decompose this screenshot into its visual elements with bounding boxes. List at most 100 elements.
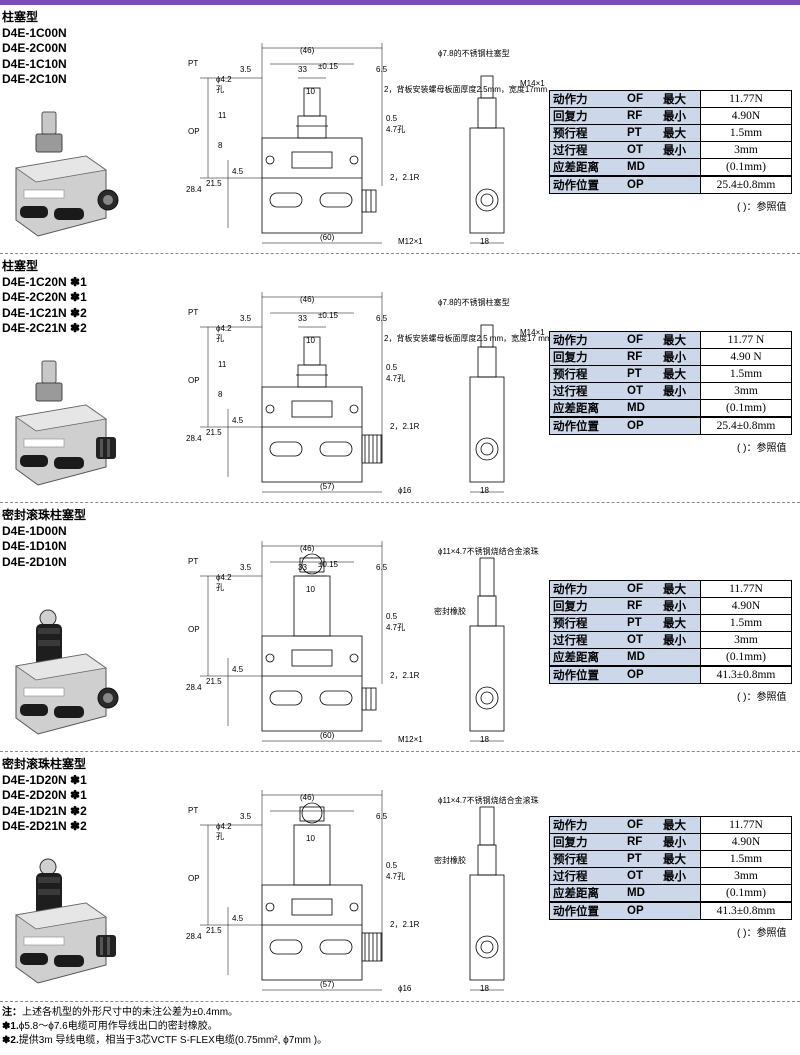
dimension-d10: 10 — [306, 834, 315, 843]
dimension-d46: (46) — [300, 46, 315, 55]
spec-value: 4.90N — [700, 597, 792, 615]
dimension-depth: 18 — [480, 237, 489, 246]
model-number: D4E-2D10N — [2, 554, 67, 569]
spec-label: 回复力 — [549, 107, 621, 125]
dimension-d47: 4.7孔 — [386, 872, 405, 881]
spec-limit: 最大 — [660, 90, 701, 108]
spec-symbol: OT — [621, 631, 660, 649]
dimension-tol33: ±0.15 — [318, 311, 339, 320]
dimension-side-note: ϕ11×4.7不锈钢烧结合金滚珠 — [438, 546, 539, 556]
dimension-conn: M12×1 — [398, 735, 423, 744]
type-title: 密封滚珠柱塞型 — [2, 508, 87, 522]
spec-symbol: OF — [621, 331, 660, 349]
spec-label: 应差距离 — [549, 399, 621, 418]
model-number: D4E-2C10N — [2, 72, 67, 86]
spec-label: 动作位置 — [549, 901, 621, 920]
spec-label: 回复力 — [549, 833, 621, 851]
dimension-d215: 21.5 — [206, 677, 222, 686]
spec-symbol: MD — [621, 648, 660, 667]
spec-label: 预行程 — [549, 850, 621, 868]
dimension-depth: 18 — [480, 735, 489, 744]
spec-label: 回复力 — [549, 348, 621, 366]
dimension-d45: 4.5 — [232, 665, 244, 674]
spec-value: 3mm — [700, 867, 792, 885]
type-title: 柱塞型 — [2, 259, 39, 273]
dimension-side-note: ϕ7.8的不锈钢柱塞型 — [438, 48, 510, 58]
spec-limit: 最小 — [660, 382, 701, 400]
spec-value: (0.1mm) — [700, 884, 792, 903]
spec-symbol: OT — [621, 382, 660, 400]
spec-label: 动作位置 — [549, 416, 621, 435]
dimension-mount-note: 2，背板安装螺母板面厚度2.5 mm，宽度17 mm — [384, 333, 550, 343]
spec-limit — [660, 901, 701, 920]
dimension-depth: 18 — [480, 486, 489, 495]
dimension-d65: 6.5 — [376, 812, 388, 821]
spec-symbol: RF — [621, 107, 660, 125]
spec-symbol: PT — [621, 614, 660, 632]
spec-label: 应差距离 — [549, 884, 621, 903]
dimension-op: OP — [188, 625, 200, 634]
dimension-conn: M12×1 — [398, 237, 423, 246]
spec-symbol: MD — [621, 884, 660, 903]
model-number: D4E-1C21N ✽2 — [2, 305, 87, 320]
dimension-pt: PT — [188, 308, 198, 317]
spec-label: 过行程 — [549, 867, 621, 885]
section-divider — [0, 751, 800, 752]
model-number: D4E-1D10N — [2, 539, 67, 553]
dimension-r21: 2，2.1R — [390, 671, 420, 680]
spec-symbol: OT — [621, 867, 660, 885]
model-number: D4E-2C21N ✽2 — [2, 321, 87, 335]
spec-label: 回复力 — [549, 597, 621, 615]
spec-symbol: MD — [621, 399, 660, 418]
model-number: D4E-1D00N — [2, 523, 67, 538]
dimension-thread: M14×1 — [520, 328, 545, 337]
spec-symbol: OP — [621, 416, 660, 435]
spec-label: 动作力 — [549, 580, 621, 598]
dimension-pt: PT — [188, 806, 198, 815]
section-divider — [0, 1001, 800, 1002]
spec-value: 41.3±0.8mm — [700, 665, 792, 684]
spec-label: 动作位置 — [549, 665, 621, 684]
dimension-r21: 2，2.1R — [390, 422, 420, 431]
spec-limit: 最大 — [660, 365, 701, 383]
spec-value: (0.1mm) — [700, 158, 792, 177]
spec-limit: 最小 — [660, 867, 701, 885]
spec-limit: 最小 — [660, 141, 701, 159]
spec-label: 过行程 — [549, 382, 621, 400]
dimension-d05: 0.5 — [386, 363, 398, 372]
spec-limit: 最小 — [660, 348, 701, 366]
spec-symbol: OT — [621, 141, 660, 159]
dimension-thread: M14×1 — [520, 79, 545, 88]
dimension-d11: 11 — [218, 360, 227, 369]
spec-value: 4.90N — [700, 107, 792, 125]
dimension-d33: 33 — [298, 563, 307, 572]
dimension-op: OP — [188, 874, 200, 883]
dimension-seal: 密封橡胶 — [434, 606, 466, 616]
dimension-d10: 10 — [306, 87, 315, 96]
spec-label: 动作力 — [549, 816, 621, 834]
dimension-d35: 3.5 — [240, 65, 252, 74]
note-1: 注：上述各机型的外形尺寸中的未注公差为±0.4mm。 — [2, 1007, 239, 1018]
dimension-tol33: ±0.15 — [318, 560, 339, 569]
dimension-hole: ϕ4.2 — [216, 822, 232, 831]
dimension-d05: 0.5 — [386, 612, 398, 621]
spec-limit: 最小 — [660, 631, 701, 649]
